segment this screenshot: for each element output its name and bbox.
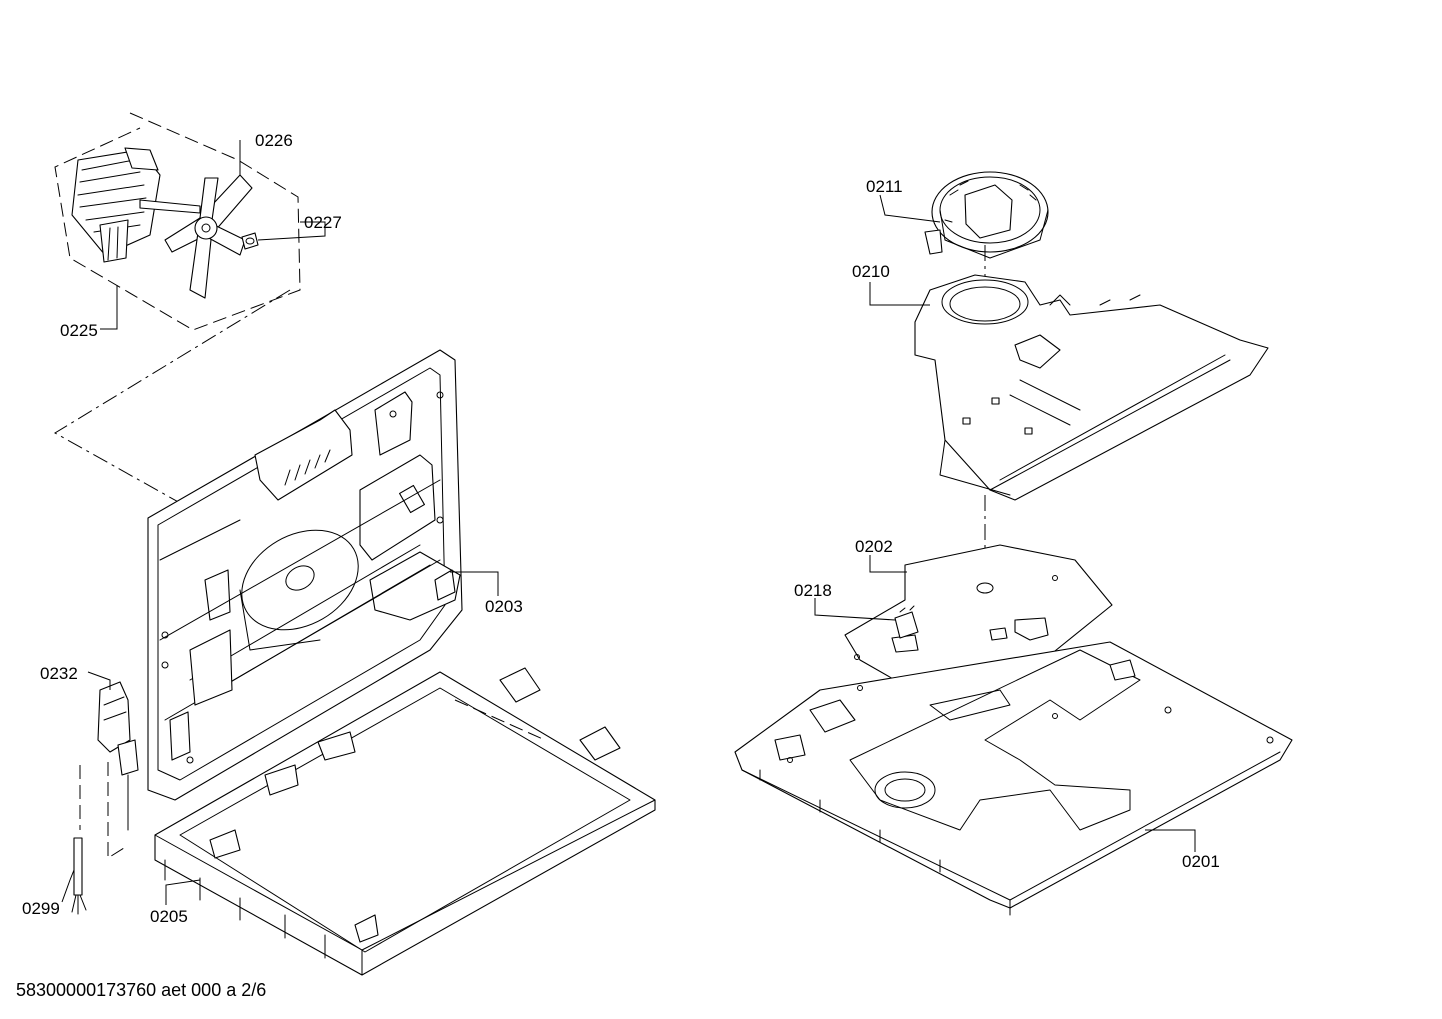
bottom-frame [154, 667, 656, 976]
leader-0232 [87, 671, 111, 690]
leader-0211 [879, 194, 941, 223]
part-label-0203: 0203 [485, 597, 523, 616]
document-code: 58300000173760 aet 000 a 2/6 [16, 980, 267, 1000]
part-label-0227: 0227 [304, 213, 342, 232]
part-label-0210: 0210 [852, 262, 890, 281]
top-cover-duct [914, 274, 1269, 501]
leader-0227 [257, 221, 326, 241]
part-label-0205: 0205 [150, 907, 188, 926]
leader-0205 [165, 879, 201, 905]
door-switch [894, 605, 919, 639]
cable-harness [71, 837, 87, 915]
leader-0218 [814, 598, 896, 621]
rear-wall-panel [147, 349, 463, 801]
base-tray [734, 641, 1293, 916]
part-label-0201: 0201 [1182, 852, 1220, 871]
leader-0225 [100, 285, 118, 330]
fan-blade-wheel [164, 174, 253, 299]
thermostat-assembly [79, 681, 139, 859]
leader-0299 [61, 869, 75, 903]
part-label-0202: 0202 [855, 537, 893, 556]
insulation-plate [844, 544, 1113, 701]
part-label-0299: 0299 [22, 899, 60, 918]
part-label-0218: 0218 [794, 581, 832, 600]
leader-0202 [869, 555, 907, 573]
part-label-0211: 0211 [866, 177, 903, 196]
part-label-0226: 0226 [255, 131, 293, 150]
leader-0201 [1145, 829, 1196, 852]
leader-0203 [450, 571, 499, 596]
fan-nut [241, 232, 259, 250]
blower-fan [924, 171, 1049, 259]
part-label-0225: 0225 [60, 321, 98, 340]
leader-0210 [869, 282, 930, 306]
part-label-0232: 0232 [40, 664, 78, 683]
fan-motor-assembly [54, 112, 301, 331]
